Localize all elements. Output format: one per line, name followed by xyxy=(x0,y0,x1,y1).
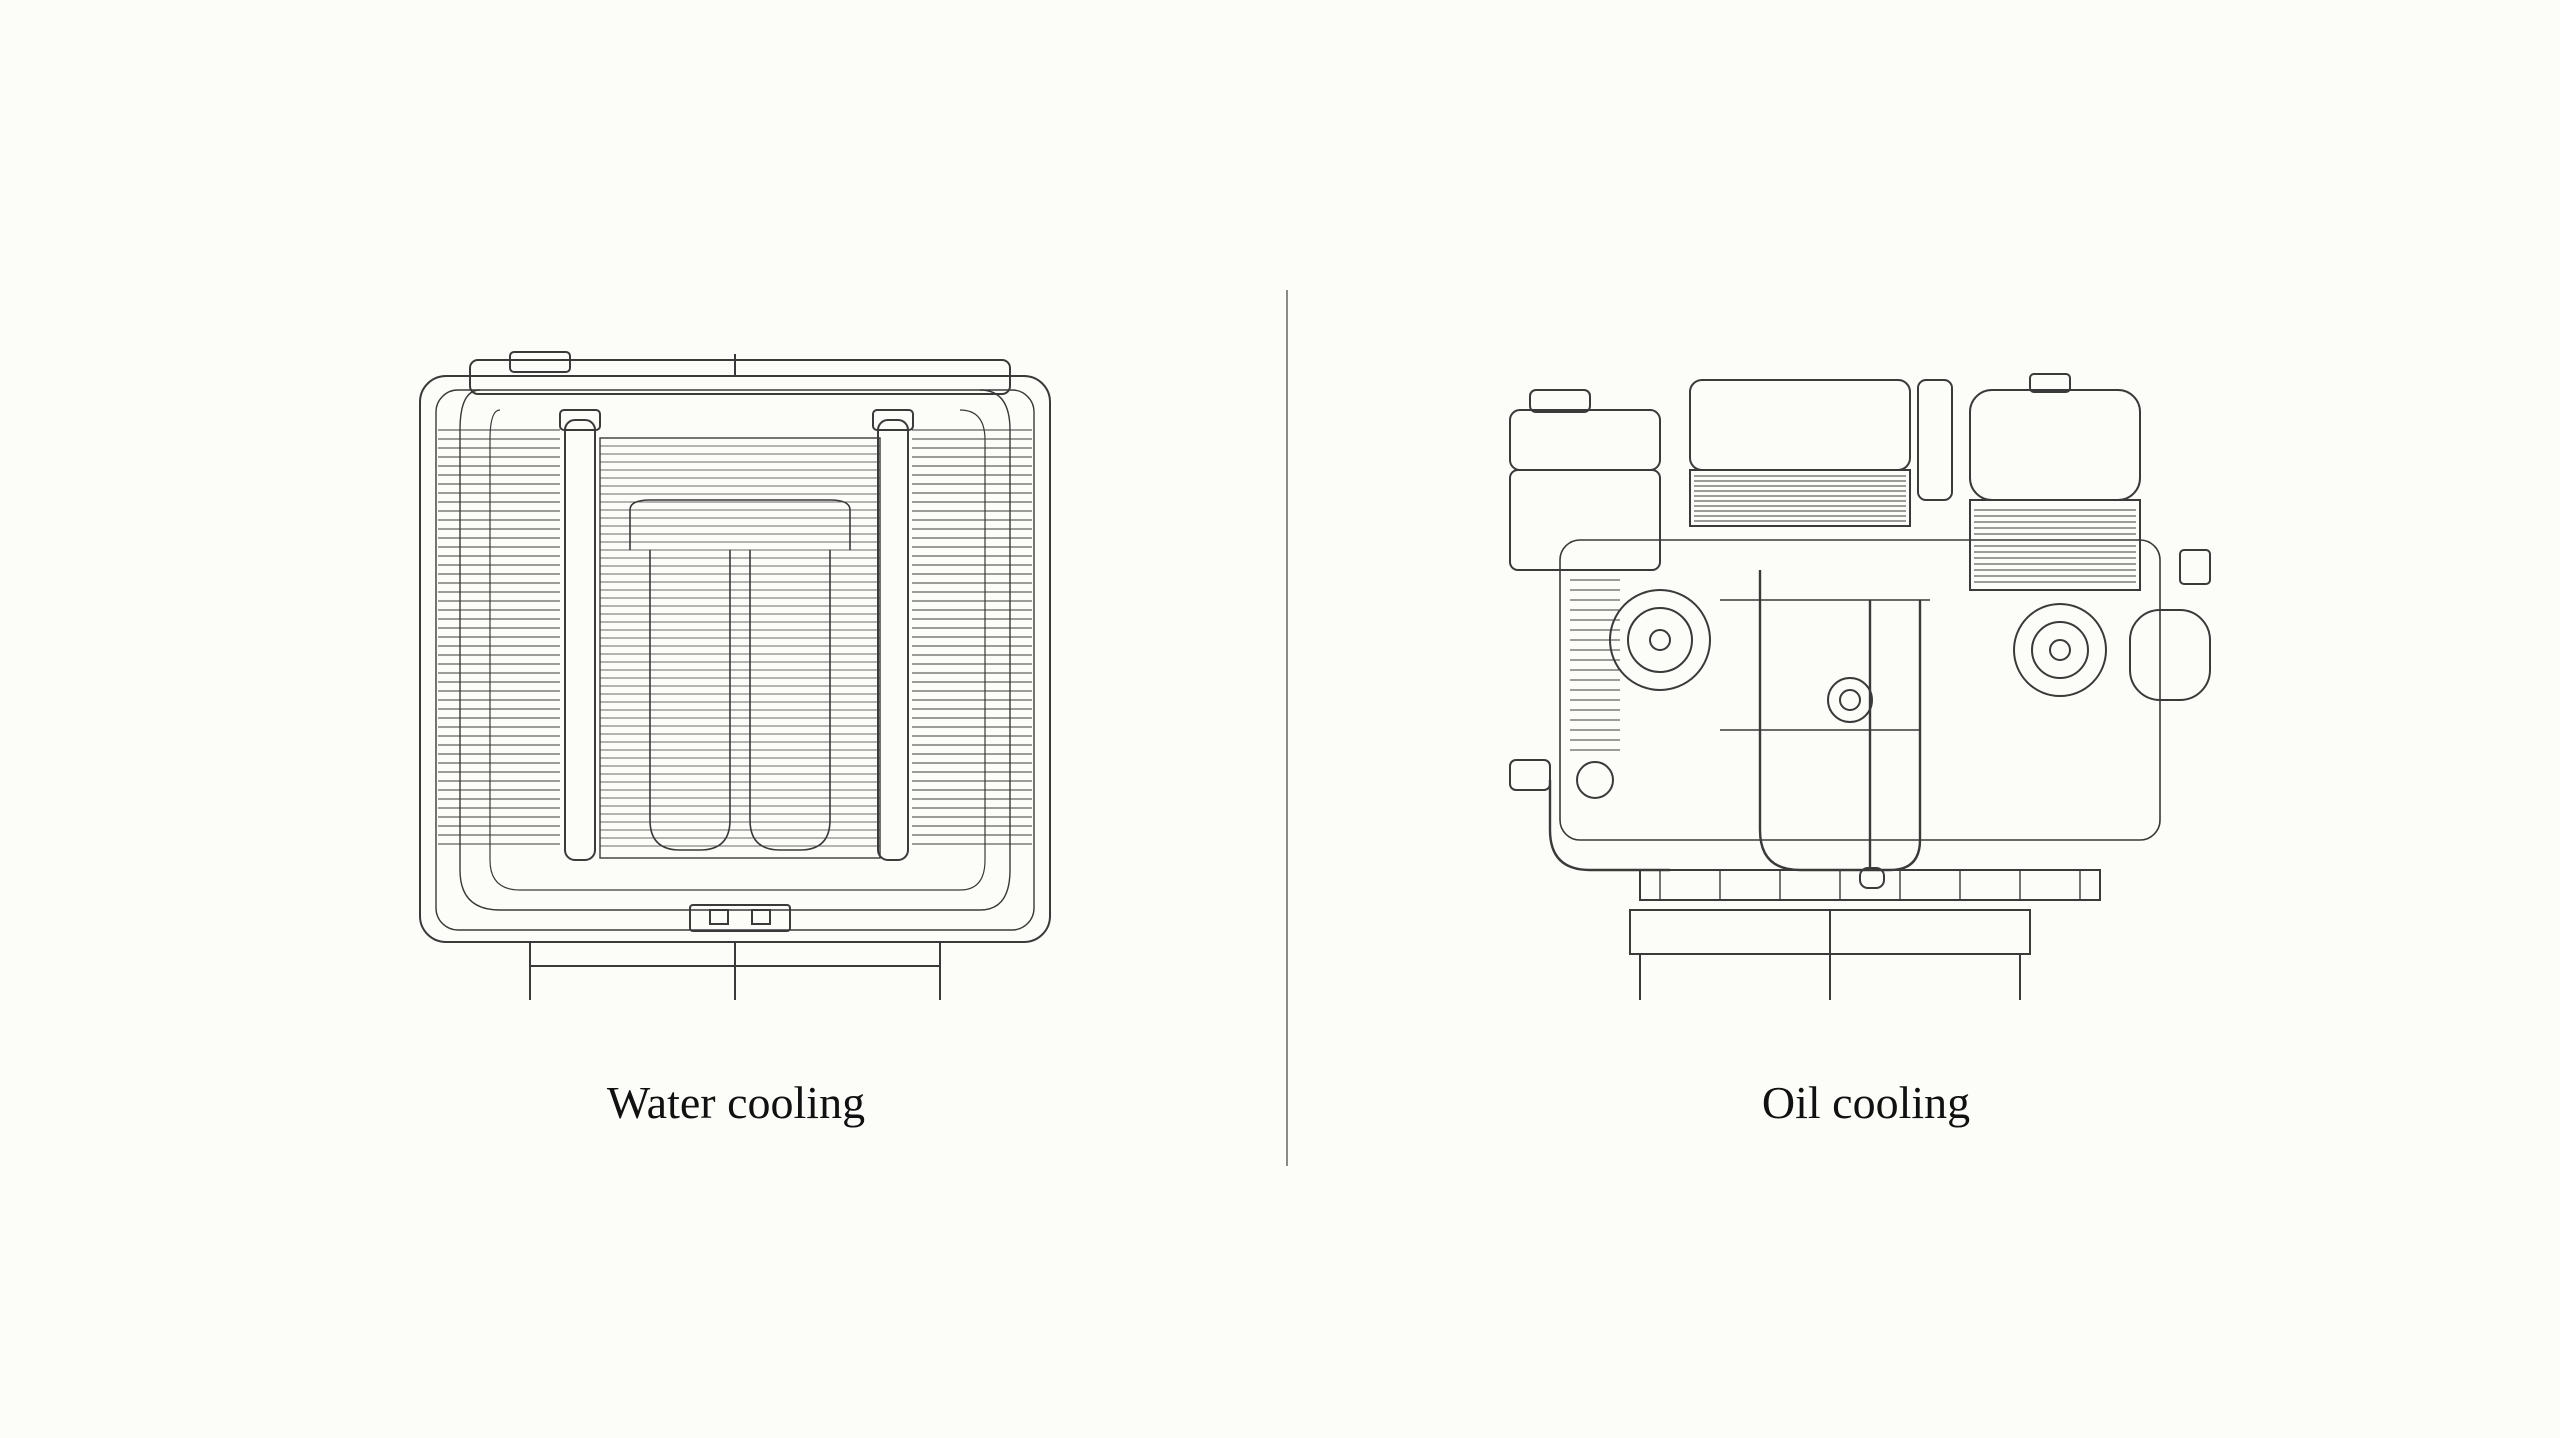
water-cooling-label: Water cooling xyxy=(606,1077,866,1128)
radiator-illustration xyxy=(419,351,1051,1000)
engine-illustration xyxy=(1509,373,2211,1000)
oil-cooling-label: Oil cooling xyxy=(1761,1077,1971,1128)
center-divider xyxy=(1286,290,1288,1166)
